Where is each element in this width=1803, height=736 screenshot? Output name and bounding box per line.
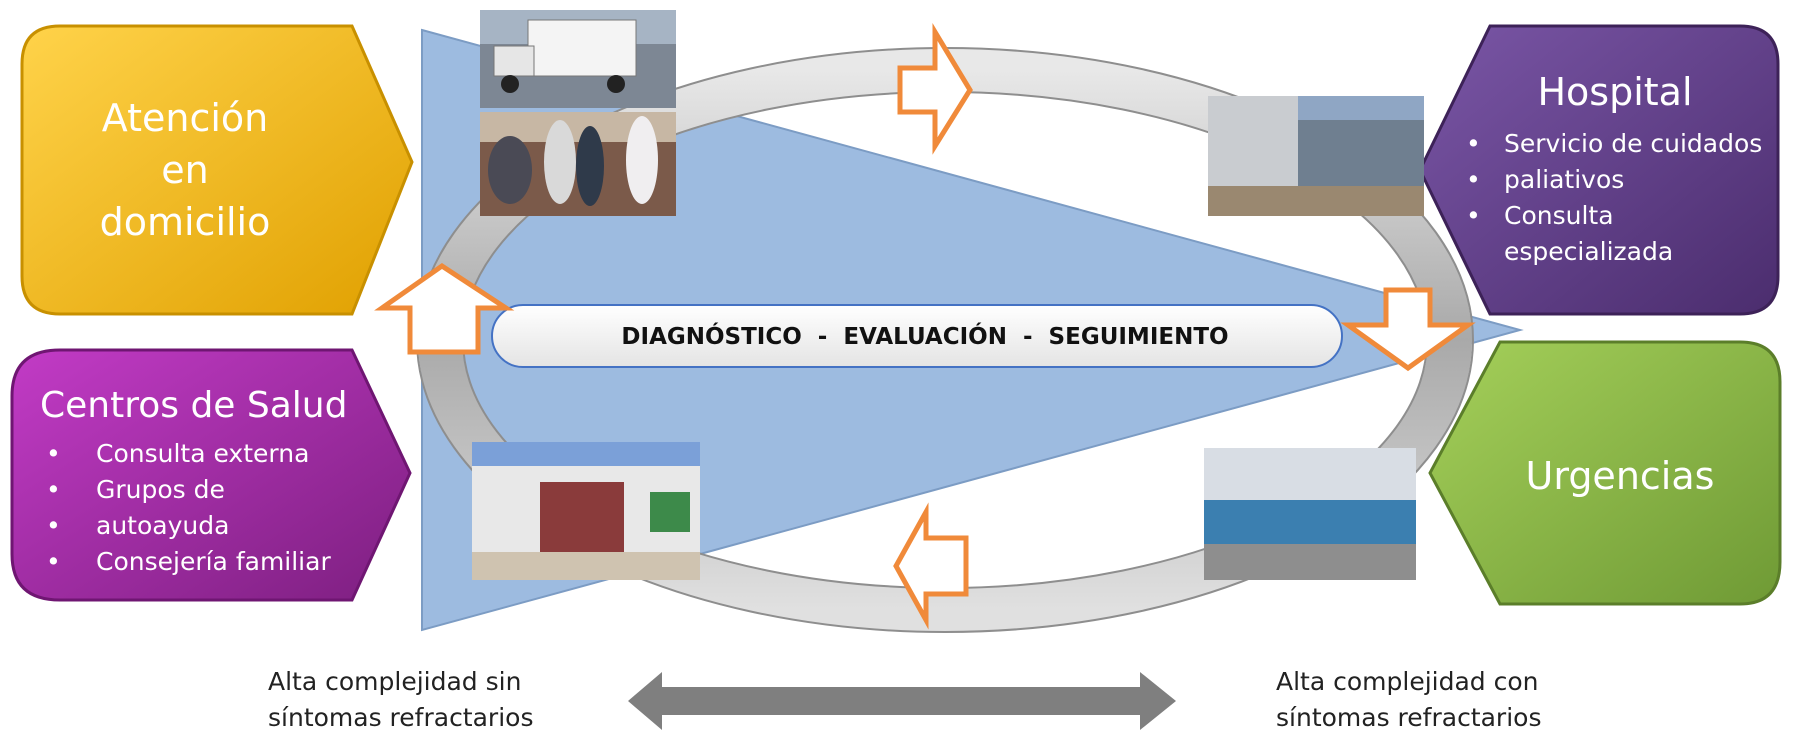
- arrow-up-icon: [374, 262, 515, 355]
- home-care-box: Atención en domicilio: [60, 92, 310, 248]
- center-label: DIAGNÓSTICO - EVALUACIÓN - SEGUIMIENTO: [621, 324, 1229, 350]
- home-care-shape: [20, 24, 414, 316]
- caption-right-line-1: Alta complejidad con: [1276, 667, 1539, 696]
- ambulance-photo: [480, 10, 676, 108]
- hospital-box: Hospital Servicio de cuidados paliativos…: [1460, 66, 1770, 270]
- list-item: Consulta especializada: [1460, 198, 1770, 270]
- double-arrow-icon: [628, 672, 1176, 730]
- caption-left: Alta complejidad sin síntomas refractari…: [268, 664, 533, 736]
- list-item: Servicio de cuidados: [1460, 126, 1770, 162]
- arrow-left-icon: [893, 502, 969, 630]
- emergency-title: Urgencias: [1525, 454, 1715, 498]
- center-pill: [491, 304, 1343, 368]
- list-item-continuation: paliativos: [1460, 162, 1770, 198]
- hospital-list: Servicio de cuidados paliativos Consulta…: [1460, 126, 1770, 270]
- home-visit-photo: [480, 112, 676, 216]
- emergency-photo: [1204, 448, 1416, 580]
- health-centers-box: Centros de Salud Consulta externa Grupos…: [40, 380, 360, 580]
- caption-left-line-1: Alta complejidad sin: [268, 667, 522, 696]
- list-item: Consulta externa: [40, 436, 360, 472]
- health-centers-list: Consulta externa Grupos de autoayuda Con…: [40, 436, 360, 580]
- hospital-photo: [1208, 96, 1424, 216]
- list-item: Consejería familiar: [40, 544, 360, 580]
- home-care-title-3: domicilio: [99, 200, 271, 244]
- emergency-shape: [1428, 340, 1782, 606]
- list-item-continuation-text: autoayuda: [96, 511, 230, 540]
- health-centers-title: Centros de Salud: [40, 385, 348, 426]
- home-care-title-1: Atención: [101, 96, 269, 140]
- home-care-title-2: en: [161, 148, 209, 192]
- caption-left-line-2: síntomas refractarios: [268, 703, 534, 732]
- arrow-right-icon: [897, 23, 973, 155]
- list-item-continuation-text: paliativos: [1504, 165, 1625, 194]
- list-item: Grupos de: [40, 472, 360, 508]
- emergency-box: Urgencias: [1500, 450, 1740, 502]
- health-center-photo: [472, 442, 700, 580]
- hospital-title: Hospital: [1537, 70, 1693, 114]
- arrow-down-icon: [1340, 287, 1476, 372]
- list-item-continuation: autoayuda: [40, 508, 360, 544]
- caption-right: Alta complejidad con síntomas refractari…: [1276, 664, 1541, 736]
- caption-right-line-2: síntomas refractarios: [1276, 703, 1542, 732]
